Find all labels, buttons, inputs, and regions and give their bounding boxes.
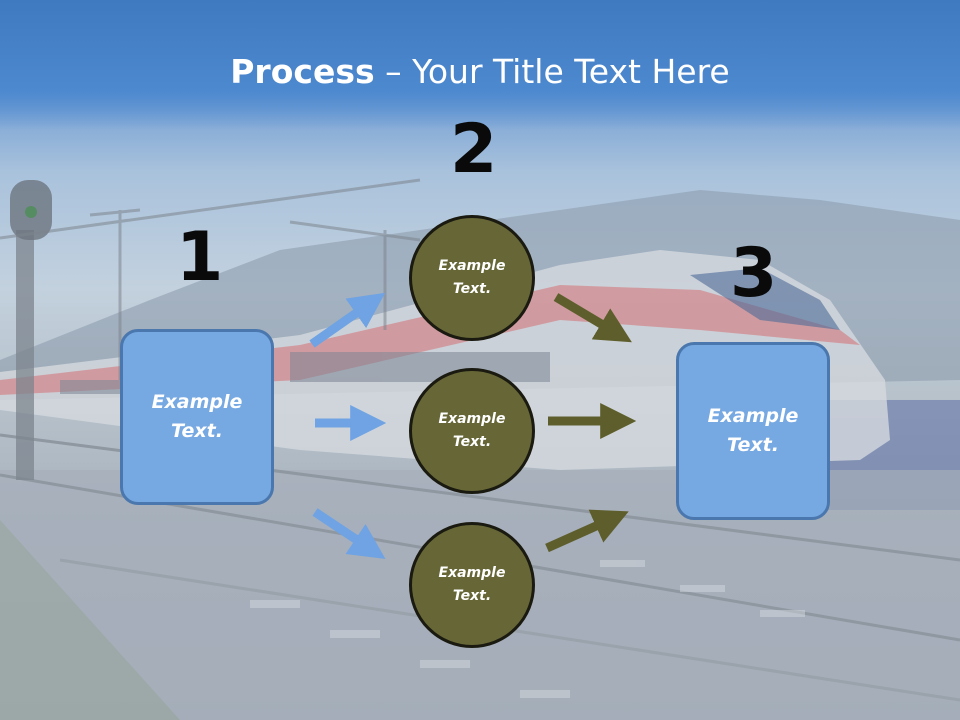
arrow-box1-to-circle-top — [309, 292, 386, 348]
step-2-circle-middle: Example Text. — [409, 368, 535, 494]
step-number-3: 3 — [730, 234, 778, 313]
step-number-1: 1 — [176, 218, 224, 297]
arrow-circle-top-to-box3 — [553, 293, 632, 343]
arrow-box1-to-circle-bottom — [312, 508, 386, 559]
arrow-circle-bottom-to-box3 — [545, 509, 629, 553]
step-1-text: Example Text. — [151, 391, 243, 442]
step-number-2: 2 — [450, 110, 498, 189]
step-3-box: Example Text. — [676, 342, 830, 520]
step-2-circle-middle-text: Example Text. — [438, 411, 506, 450]
step-2-circle-bottom-text: Example Text. — [438, 565, 506, 604]
title-bold: Process — [230, 52, 375, 91]
step-2-circle-bottom: Example Text. — [409, 522, 535, 648]
step-3-text: Example Text. — [707, 405, 799, 456]
title-rest: – Your Title Text Here — [374, 52, 730, 91]
title-band — [0, 0, 960, 130]
step-2-circle-top: Example Text. — [409, 215, 535, 341]
slide-title: Process – Your Title Text Here — [0, 52, 960, 91]
step-1-box: Example Text. — [120, 329, 274, 505]
step-2-circle-top-text: Example Text. — [438, 258, 506, 297]
